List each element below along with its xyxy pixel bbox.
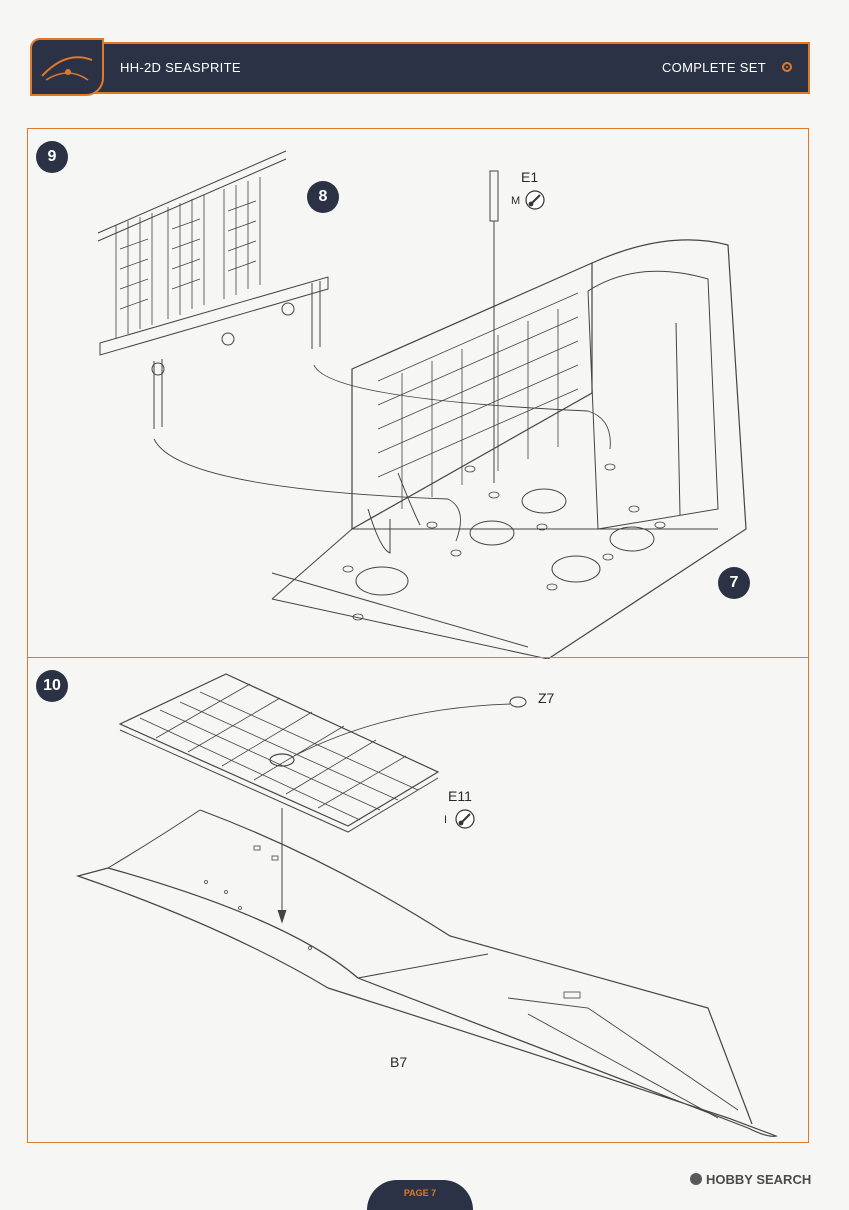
bullet-icon — [782, 62, 792, 72]
brand-logo — [30, 38, 104, 96]
page-tab: PAGE 7 — [367, 1180, 473, 1210]
step-9-badge: 9 — [36, 141, 68, 173]
step-9-drawing — [97, 150, 747, 659]
logo-propeller-icon — [41, 56, 93, 81]
sub-step-7-badge: 7 — [718, 567, 750, 599]
set-title: COMPLETE SET — [661, 60, 766, 75]
watermark-text: HOBBY SEARCH — [706, 1172, 812, 1187]
page-label: PAGE 7 — [403, 1188, 437, 1198]
step-10-badge: 10 — [36, 670, 68, 702]
part-b7-label: B7 — [390, 1054, 408, 1070]
watermark: HOBBY SEARCH — [690, 1172, 811, 1187]
part-e1-label: E1 — [521, 169, 539, 185]
paint-code-m: M — [511, 195, 521, 207]
part-e11-label: E11 — [448, 788, 472, 804]
part-z7-label: Z7 — [538, 690, 555, 706]
header-bar: HH-2D SEASPRITE COMPLETE SET — [30, 38, 810, 96]
paint-brush-icon — [455, 809, 475, 829]
sub-step-8-badge: 8 — [307, 181, 339, 213]
step-10-panel: 10 Z7 E11 I B7 — [27, 657, 809, 1143]
model-title: HH-2D SEASPRITE — [120, 60, 241, 75]
step-10-drawing — [75, 673, 779, 1137]
paint-brush-icon — [525, 190, 545, 210]
watermark-logo-icon — [690, 1173, 702, 1185]
paint-code-i: I — [444, 814, 448, 826]
header-band — [90, 42, 810, 94]
step-9-panel: 9 8 7 E1 M — [27, 128, 809, 659]
